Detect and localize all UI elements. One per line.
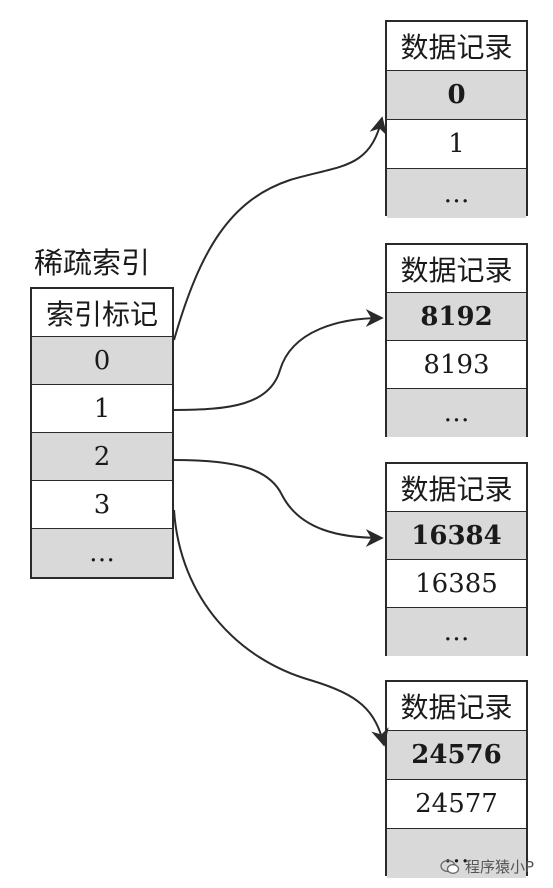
data-record-ellipsis: …: [387, 169, 526, 218]
data-block-header: 数据记录: [387, 682, 526, 731]
data-record-ellipsis: …: [387, 608, 526, 656]
arrow-mark-2-to-block-2: [173, 459, 384, 547]
data-record: 1: [387, 120, 526, 169]
index-mark-1: 1: [32, 385, 172, 433]
data-record-first: 24576: [387, 731, 526, 780]
index-mark-2: 2: [32, 433, 172, 481]
data-record-first: 16384: [387, 512, 526, 560]
data-record: 24577: [387, 780, 526, 829]
data-record: 16385: [387, 560, 526, 608]
data-record-first: 0: [387, 71, 526, 120]
arrow-mark-3-to-block-3: [173, 509, 389, 747]
data-block-header: 数据记录: [387, 22, 526, 71]
wechat-icon: [440, 859, 460, 874]
watermark: 程序猿小P: [440, 856, 534, 877]
data-block-2: 数据记录 16384 16385 …: [385, 462, 528, 656]
sparse-index-title: 稀疏索引: [34, 246, 151, 280]
index-mark-3: 3: [32, 481, 172, 529]
data-block-header: 数据记录: [387, 245, 526, 293]
arrow-mark-1-to-block-1: [173, 309, 384, 411]
index-header: 索引标记: [32, 289, 172, 337]
index-mark-ellipsis: …: [32, 529, 172, 577]
data-block-3: 数据记录 24576 24577 …: [385, 680, 528, 878]
data-record-ellipsis: …: [387, 389, 526, 437]
arrow-mark-0-to-block-0: [173, 116, 388, 341]
sparse-index-table: 索引标记 0 1 2 3 …: [30, 287, 174, 579]
index-mark-0: 0: [32, 337, 172, 385]
data-block-0: 数据记录 0 1 …: [385, 20, 528, 218]
data-record-first: 8192: [387, 293, 526, 341]
data-block-header: 数据记录: [387, 464, 526, 512]
data-record: 8193: [387, 341, 526, 389]
watermark-text: 程序猿小P: [465, 858, 535, 876]
data-block-1: 数据记录 8192 8193 …: [385, 243, 528, 437]
